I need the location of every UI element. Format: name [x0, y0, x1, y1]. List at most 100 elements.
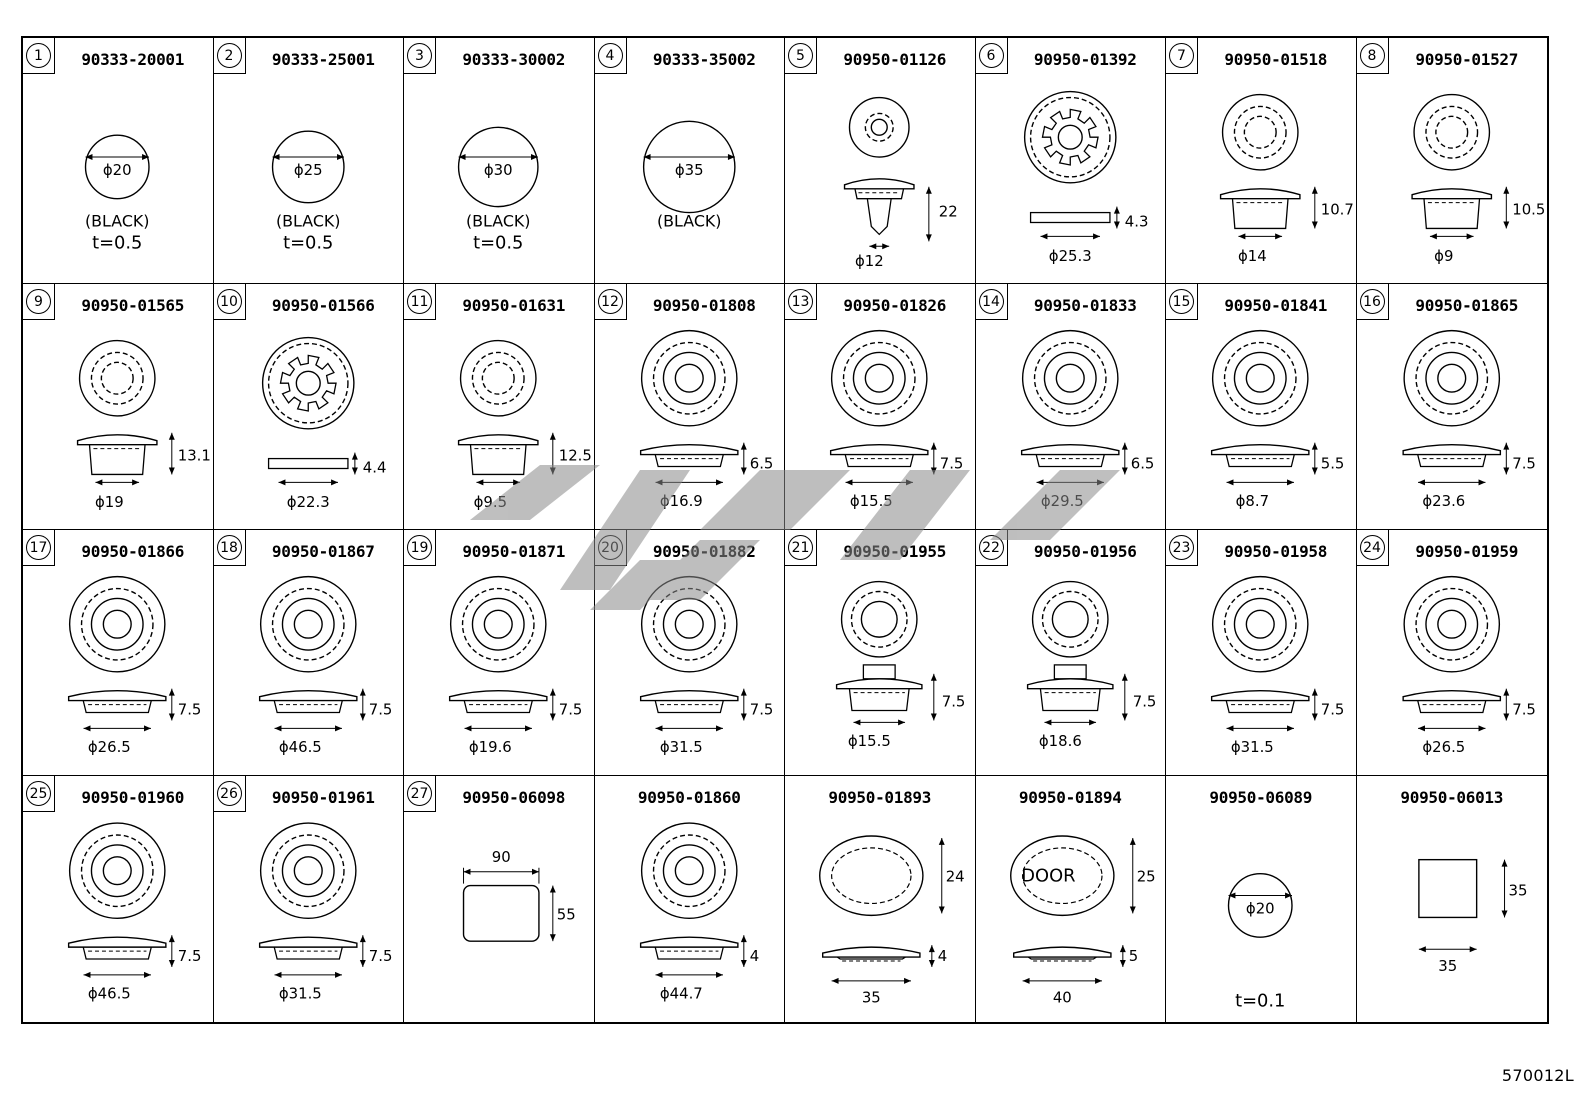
body-profile [654, 700, 724, 714]
part-number: 90950-01833 [1033, 296, 1137, 315]
dimension-label: 55 [557, 905, 576, 923]
part-drawing: ϕ31.57.5 [1210, 575, 1344, 756]
arrow-head [1501, 859, 1508, 867]
thickness-note: t=0.5 [283, 232, 333, 253]
oval-inner [1021, 847, 1103, 905]
arrow-head [1036, 479, 1043, 486]
item-number-box: 26 [213, 776, 246, 812]
item-number: 18 [216, 535, 242, 560]
dimension-label: 5.5 [1321, 454, 1345, 472]
arrow-head [1311, 713, 1318, 721]
part-drawing: ϕ8.75.5 [1210, 329, 1345, 510]
dimension-label: ϕ19 [95, 493, 124, 511]
item-number: 13 [788, 289, 813, 314]
part-drawing: ϕ18.67.5 [1026, 580, 1156, 750]
item-number: 27 [407, 781, 432, 806]
dimension-label: ϕ16.9 [659, 492, 702, 510]
arrow-head [1311, 688, 1318, 696]
outline-circle [78, 339, 156, 417]
outline-circle [259, 822, 357, 920]
arrow-head [168, 688, 175, 696]
arrow-head [549, 432, 556, 440]
outline-circle [1029, 96, 1111, 178]
boss-profile [862, 664, 896, 680]
part-drawing: ϕ25.34.3 [1023, 90, 1148, 265]
dimension-label: ϕ25.3 [1048, 247, 1091, 265]
arrow-head [1502, 688, 1509, 696]
arrow-head [715, 479, 723, 486]
color-note: (BLACK) [276, 211, 341, 230]
outline-circle [1414, 341, 1488, 415]
item-number-box: 27 [404, 776, 436, 812]
arrow-head [359, 713, 366, 721]
outline-circle [1412, 93, 1490, 171]
item-number: 2 [216, 43, 242, 68]
arrow-head [351, 467, 358, 475]
arrow-head [1119, 945, 1126, 953]
arrow-head [655, 725, 662, 732]
arrow-head [1039, 233, 1047, 240]
arrow-head [83, 971, 91, 978]
part-number: 90333-25001 [271, 50, 375, 69]
arrow-head [1502, 221, 1509, 229]
part-number: 90950-01960 [81, 788, 185, 807]
item-number: 4 [597, 43, 623, 68]
outline-circle [830, 329, 928, 427]
outline-circle [674, 856, 704, 886]
arrow-head [1129, 906, 1136, 914]
outline-circle [295, 370, 321, 396]
item-number: 26 [216, 781, 242, 806]
dimension-label: 7.5 [1512, 700, 1536, 718]
flange-profile [1210, 689, 1310, 702]
outline-circle [68, 822, 166, 920]
outline-circle [1243, 115, 1277, 149]
part-drawing: ϕ20(BLACK)t=0.5 [84, 134, 150, 253]
outline-circle [80, 834, 154, 908]
dimension-label: 25 [1136, 868, 1155, 886]
item-number-box: 11 [404, 284, 436, 320]
dimension-label: ϕ35 [674, 161, 703, 179]
flange-profile [448, 689, 548, 702]
dimension-label: 35 [862, 989, 881, 1007]
oval-inner [831, 847, 912, 905]
dimension-label: 7.5 [940, 454, 964, 472]
flange-profile [1401, 689, 1501, 702]
item-number-box: 15 [1166, 284, 1198, 320]
arrow-head [272, 154, 279, 161]
part-drawing: ϕ26.57.5 [1401, 575, 1536, 756]
part-number: 90950-01867 [271, 542, 375, 561]
item-number: 19 [407, 535, 432, 560]
outline-circle [1055, 363, 1085, 393]
arrow-head [1238, 233, 1246, 240]
arrow-head [168, 960, 175, 967]
item-number-box: 10 [213, 284, 246, 320]
arrow-head [168, 467, 175, 475]
arrow-head [525, 725, 532, 732]
outline-circle [674, 609, 704, 639]
arrow-head [1113, 221, 1120, 229]
arrow-head [458, 154, 466, 161]
outline-circle [870, 118, 888, 136]
dimension-label: ϕ46.5 [278, 738, 321, 756]
item-number: 15 [1169, 289, 1194, 314]
arrow-head [83, 725, 91, 732]
outline-circle [850, 590, 908, 648]
arrow-head [938, 906, 945, 914]
part-drawing: ϕ46.57.5 [258, 575, 392, 756]
arrow-head [1228, 892, 1236, 899]
item-number-box: 4 [594, 38, 627, 74]
item-number-box: 5 [785, 38, 817, 74]
arrow-head [463, 868, 471, 875]
arrow-head [715, 971, 723, 978]
dimension-label: 10.5 [1512, 201, 1545, 219]
outline-circle [1023, 90, 1117, 184]
dimension-label: 7.5 [942, 693, 966, 711]
arrow-head [740, 442, 747, 450]
item-number: 12 [597, 289, 623, 314]
